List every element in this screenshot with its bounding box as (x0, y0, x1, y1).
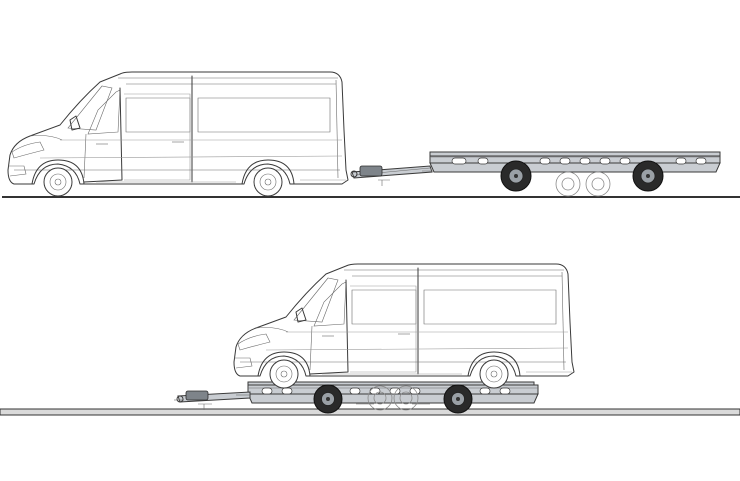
van-2 (233, 263, 575, 389)
ghost-wheel-1b (585, 171, 611, 197)
ground-band-2 (0, 408, 740, 416)
deck-slots-2 (261, 387, 511, 395)
van-1 (7, 71, 349, 197)
ghost-wheel-2a (367, 385, 393, 411)
trailer-wheel-1b (632, 160, 664, 192)
deck-slots-1 (451, 157, 707, 165)
trailer-1 (429, 151, 721, 197)
ghost-wheel-1a (555, 171, 581, 197)
trailer-wheel-2b (443, 384, 473, 414)
trailer-2 (247, 381, 539, 414)
trailer-wheel-2a (313, 384, 343, 414)
scene-loaded (0, 263, 740, 416)
ghost-wheel-2b (393, 385, 419, 411)
trailer-wheel-1a (500, 160, 532, 192)
drawbar-1 (350, 165, 442, 186)
scene-towing (2, 71, 740, 198)
drawbar-2 (174, 390, 251, 410)
